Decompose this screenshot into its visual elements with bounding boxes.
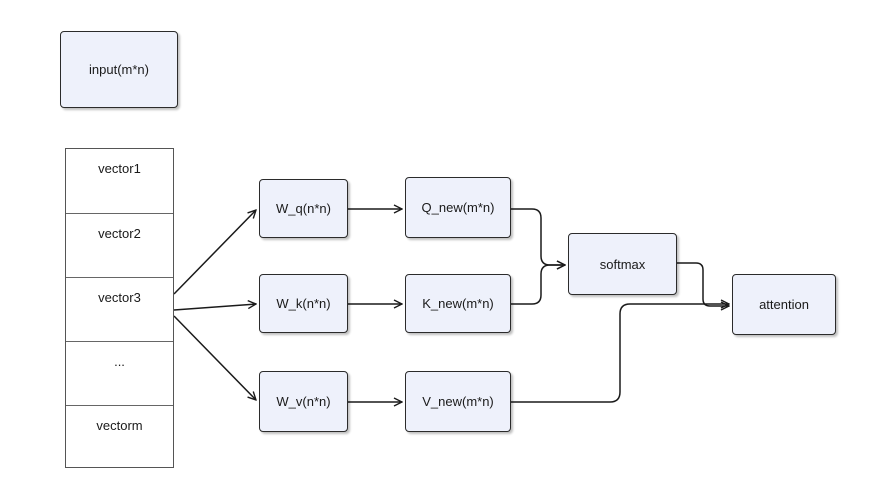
- vector-cell: vector1: [66, 149, 173, 213]
- edge-input-to-wq: [173, 210, 256, 295]
- vector-cell: vector3: [66, 277, 173, 341]
- v-new-node: V_new(m*n): [405, 371, 511, 432]
- input-box-label: input(m*n): [89, 62, 149, 77]
- vector-label: vectorm: [96, 418, 143, 433]
- q-new-node: Q_new(m*n): [405, 177, 511, 238]
- attention-label: attention: [759, 297, 809, 312]
- softmax-node: softmax: [568, 233, 677, 295]
- vector-label: ...: [114, 354, 125, 369]
- v-new-label: V_new(m*n): [422, 394, 494, 409]
- k-new-node: K_new(m*n): [405, 274, 511, 333]
- weight-v-node: W_v(n*n): [259, 371, 348, 432]
- weight-k-label: W_k(n*n): [276, 296, 331, 311]
- edge-input-to-wv: [173, 315, 256, 400]
- edge-softmax-to-attention: [677, 262, 729, 306]
- vector-label: vector3: [98, 290, 141, 305]
- vector-label: vector1: [98, 161, 141, 176]
- weight-q-node: W_q(n*n): [259, 179, 348, 238]
- softmax-label: softmax: [599, 256, 646, 272]
- vector-cell: ...: [66, 341, 173, 405]
- vector-label: vector2: [98, 226, 141, 241]
- edge-v-to-attention: [511, 304, 729, 403]
- weight-v-label: W_v(n*n): [276, 394, 331, 409]
- weight-k-node: W_k(n*n): [259, 274, 348, 333]
- input-box: input(m*n): [60, 31, 178, 108]
- k-new-label: K_new(m*n): [422, 296, 494, 311]
- weight-q-label: W_q(n*n): [276, 201, 331, 216]
- vector-stack: vector1 vector2 vector3 ... vectorm: [65, 148, 174, 468]
- attention-node: attention: [732, 274, 836, 335]
- vector-cell: vector2: [66, 213, 173, 277]
- vector-cell: vectorm: [66, 405, 173, 469]
- edge-q-to-softmax: [511, 208, 565, 265]
- q-new-label: Q_new(m*n): [421, 200, 495, 215]
- edge-k-to-softmax: [511, 265, 565, 305]
- edge-input-to-wk: [173, 304, 256, 311]
